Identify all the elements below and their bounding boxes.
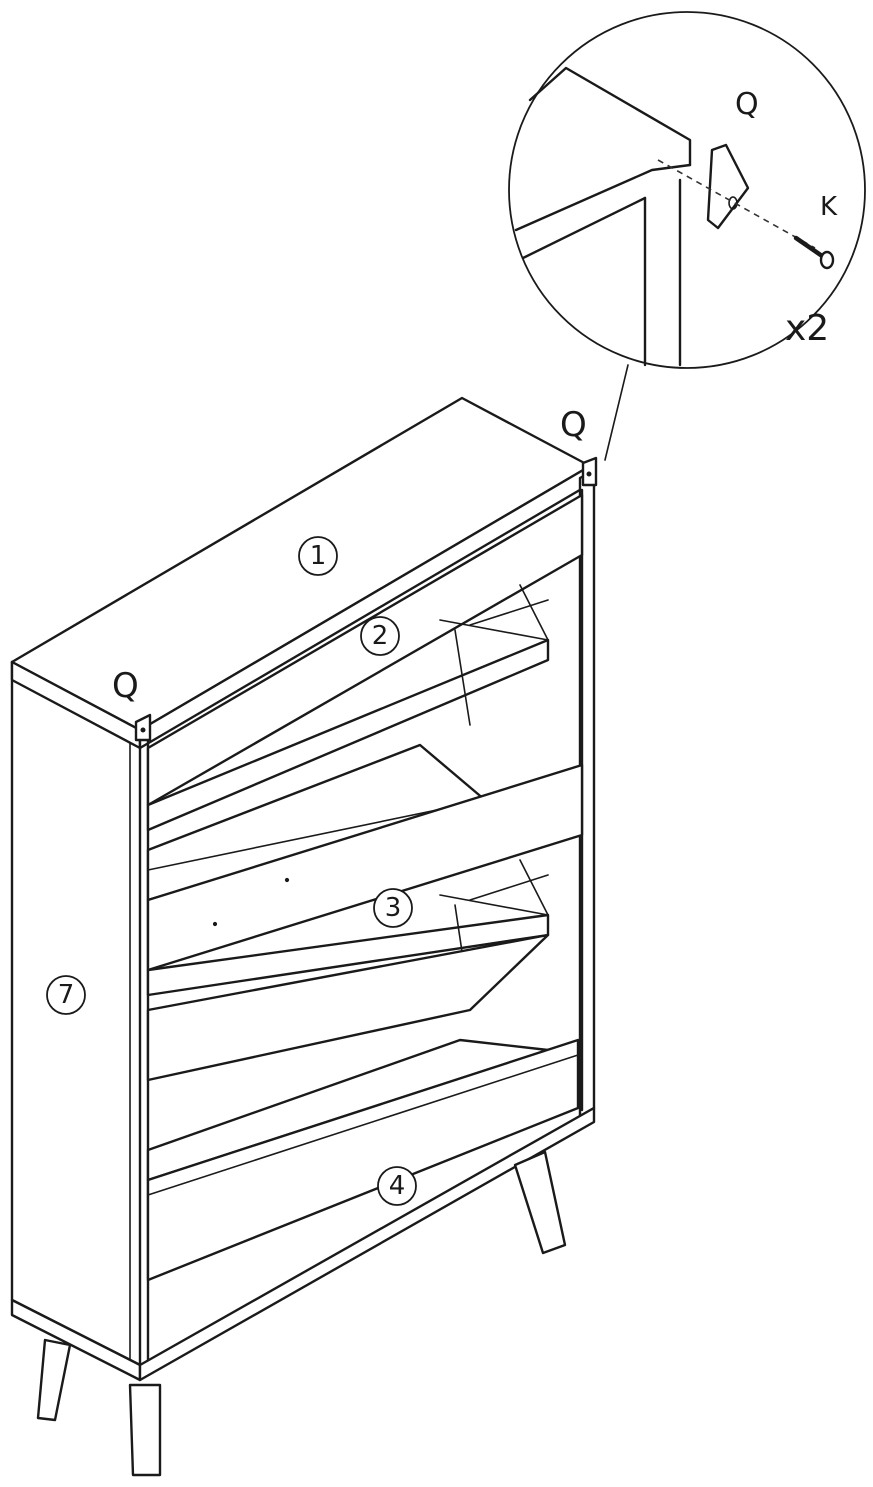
label-detail-q: Q <box>735 87 759 122</box>
detail-screw-k <box>793 235 835 270</box>
detail-panel-top <box>514 163 692 232</box>
label-q-top-right: Q <box>560 405 587 445</box>
svg-text:2: 2 <box>372 621 389 651</box>
svg-text:7: 7 <box>58 980 75 1010</box>
part-marker-4: 4 <box>377 1166 417 1206</box>
cabinet <box>10 396 598 1477</box>
callout-circle <box>508 11 866 369</box>
detail-panel-underside <box>521 196 647 260</box>
label-detail-quantity: x2 <box>785 308 829 349</box>
detail-panel-edge <box>528 66 692 167</box>
side-panel-part-7 <box>10 660 142 1367</box>
legs <box>36 1150 567 1477</box>
label-q-top-left: Q <box>112 666 139 706</box>
detail-bracket-hole <box>728 196 738 210</box>
detail-callout <box>508 11 866 461</box>
part-marker-3: 3 <box>373 888 413 928</box>
flap-part-3 <box>146 763 584 1082</box>
callout-pointer-line <box>604 364 629 461</box>
part-marker-1: 1 <box>298 536 338 576</box>
part-marker-7: 7 <box>46 975 86 1015</box>
bottom-plinth-right <box>138 1106 596 1382</box>
bracket-q-right <box>581 456 598 487</box>
svg-text:4: 4 <box>389 1171 406 1201</box>
drawer-part-4 <box>146 1038 580 1282</box>
detail-bracket-q <box>706 143 750 230</box>
part-marker-2: 2 <box>360 616 400 656</box>
label-detail-k: K <box>820 192 838 222</box>
svg-text:3: 3 <box>385 893 402 923</box>
bracket-q-left <box>134 713 152 742</box>
detail-dashed-guide <box>657 159 816 249</box>
svg-text:1: 1 <box>310 541 327 571</box>
flap-part-2 <box>146 493 584 902</box>
